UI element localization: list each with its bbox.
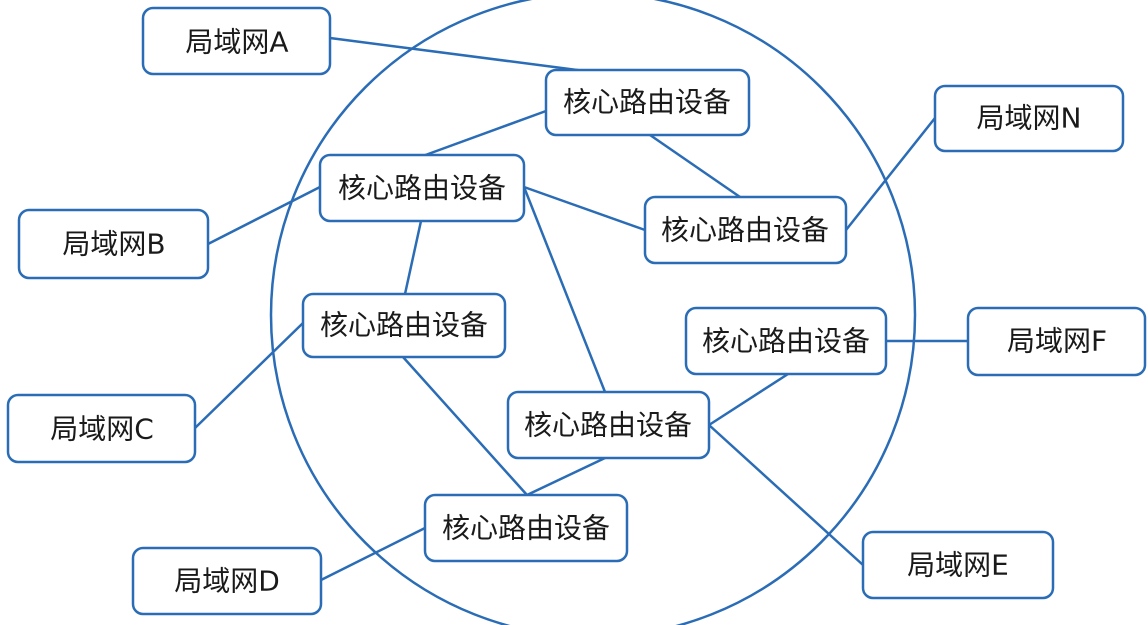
edge-router-1-router-2 xyxy=(419,109,547,159)
lan-c-node: 局域网C xyxy=(6,393,197,464)
core-network-circle xyxy=(269,0,917,625)
edge-router-1-router-3 xyxy=(649,133,741,199)
edge-lan-a-router-1 xyxy=(329,36,609,76)
router-5-label: 核心路由设备 xyxy=(702,325,870,358)
router-7-label: 核心路由设备 xyxy=(442,512,610,545)
edge-router-6-lan-e xyxy=(708,424,864,566)
edge-lan-b-router-2 xyxy=(207,185,321,246)
router-6-node: 核心路由设备 xyxy=(506,390,711,460)
router-5-node: 核心路由设备 xyxy=(684,306,888,376)
edge-lan-c-router-4 xyxy=(194,322,304,429)
lan-a-label: 局域网A xyxy=(185,26,288,59)
lan-d-label: 局域网D xyxy=(174,565,280,598)
edge-router-2-router-6 xyxy=(522,186,607,393)
lan-b-node: 局域网B xyxy=(17,208,210,280)
lan-n-label: 局域网N xyxy=(977,102,1082,135)
edge-router-6-router-7 xyxy=(526,456,606,497)
router-3-node: 核心路由设备 xyxy=(643,195,848,265)
edge-router-3-lan-n xyxy=(845,117,936,231)
connection-lines xyxy=(194,36,968,582)
router-4-node: 核心路由设备 xyxy=(301,292,507,359)
edge-router-2-router-4 xyxy=(403,220,423,295)
lan-e-node: 局域网E xyxy=(861,530,1055,600)
lan-d-node: 局域网D xyxy=(131,546,323,616)
router-4-label: 核心路由设备 xyxy=(320,309,488,342)
lan-e-label: 局域网E xyxy=(907,549,1009,582)
lan-a-node: 局域网A xyxy=(141,6,332,76)
edge-lan-d-router-7 xyxy=(320,526,426,582)
lan-c-label: 局域网C xyxy=(50,413,154,446)
lan-f-label: 局域网F xyxy=(1007,325,1107,358)
edge-router-4-router-7 xyxy=(402,356,528,496)
router-1-label: 核心路由设备 xyxy=(563,86,731,119)
router-7-node: 核心路由设备 xyxy=(423,493,629,563)
router-2-label: 核心路由设备 xyxy=(338,172,506,205)
lan-n-node: 局域网N xyxy=(933,84,1125,153)
lan-b-label: 局域网B xyxy=(62,228,165,261)
router-1-node: 核心路由设备 xyxy=(544,68,751,137)
router-2-node: 核心路由设备 xyxy=(318,153,526,223)
router-3-label: 核心路由设备 xyxy=(661,214,829,247)
lan-f-node: 局域网F xyxy=(966,306,1147,377)
edge-router-5-router-6 xyxy=(708,372,789,427)
router-6-label: 核心路由设备 xyxy=(524,409,692,442)
edge-router-2-router-3 xyxy=(523,185,646,232)
